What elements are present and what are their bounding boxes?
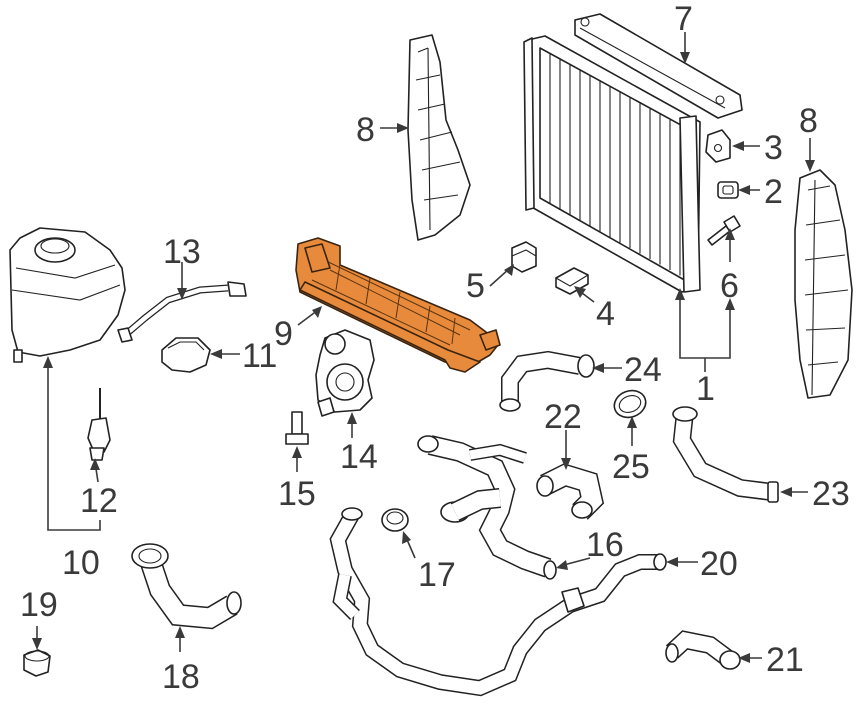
leader-lines: [36, 32, 811, 659]
callout-numbers: 1 2 3 4 5 6 7 8 8 9 10 11 12 13 14 15 16…: [20, 0, 850, 696]
callout-11: 11: [242, 337, 277, 375]
callout-8-right: 8: [799, 102, 818, 140]
callout-10: 10: [62, 544, 100, 582]
part-5-mount: [511, 241, 537, 273]
part-23-hose: [672, 406, 779, 503]
part-3-clip: [705, 129, 731, 163]
lower-hose-assembly: [329, 507, 667, 697]
callout-7: 7: [674, 0, 693, 38]
callout-18: 18: [162, 658, 200, 696]
callout-25: 25: [612, 448, 650, 486]
part-1-radiator: [523, 35, 701, 293]
callout-3: 3: [764, 129, 783, 167]
part-6-bleed-screw: [707, 215, 741, 246]
part-25-gasket: [613, 389, 647, 419]
callout-20: 20: [700, 545, 738, 583]
part-8-left-air-guide: [407, 34, 471, 241]
part-24-hose: [499, 350, 595, 412]
callout-21: 21: [766, 641, 804, 679]
callout-6: 6: [720, 267, 739, 305]
callout-5: 5: [466, 267, 485, 305]
part-14-water-pump: [315, 329, 375, 417]
part-8-right-air-guide: [794, 169, 853, 399]
leader-arrowheads: [32, 52, 815, 663]
part-9-air-duct-highlighted: [295, 237, 501, 373]
callout-22: 22: [544, 398, 582, 436]
part-11-cap: [161, 337, 211, 373]
callout-23: 23: [812, 475, 850, 513]
part-17-plug: [381, 508, 409, 532]
callout-2: 2: [764, 173, 783, 211]
part-15-bolt: [285, 411, 309, 445]
callout-24: 24: [624, 351, 662, 389]
callout-4: 4: [596, 295, 615, 333]
callout-8-left: 8: [356, 111, 375, 149]
part-18-hose: [131, 543, 242, 630]
part-13-vent-hose: [117, 281, 247, 343]
part-22-elbow-hose: [536, 463, 605, 520]
part-12-level-sensor: [87, 388, 111, 461]
part-7-upper-bracket: [574, 13, 743, 119]
part-21-hose: [665, 630, 741, 670]
callout-14: 14: [340, 438, 378, 476]
callout-17: 17: [418, 556, 456, 594]
part-19-cap: [23, 649, 51, 677]
callout-13: 13: [163, 233, 201, 271]
callout-12: 12: [80, 482, 118, 520]
part-2-grommet: [717, 181, 739, 199]
callout-9: 9: [274, 315, 293, 353]
part-16-hose-assembly: [417, 435, 557, 580]
part-10-expansion-tank: [9, 227, 126, 363]
callout-1: 1: [696, 370, 715, 408]
callout-15: 15: [278, 475, 316, 513]
callout-19: 19: [20, 586, 58, 624]
callout-16: 16: [586, 526, 624, 564]
